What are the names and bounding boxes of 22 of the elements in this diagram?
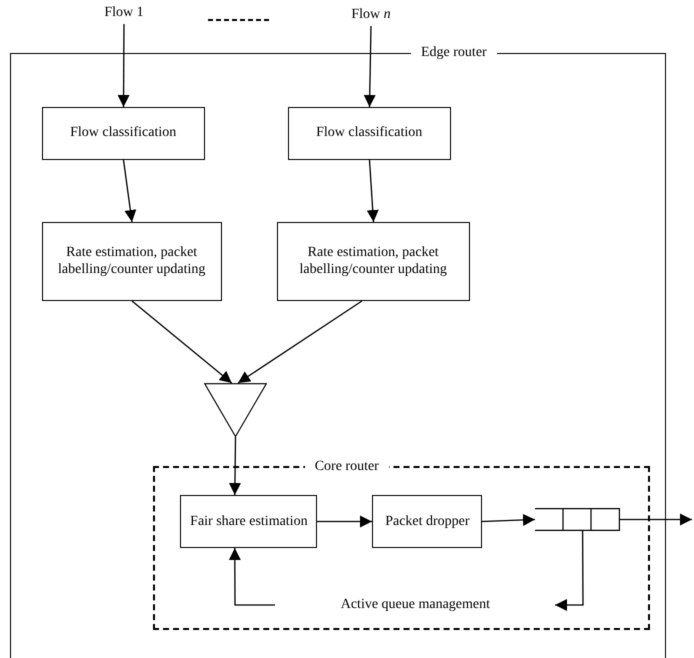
process-box: Rate estimation, packet labelling/counter updating [276, 222, 470, 301]
process-box: Flow classification [42, 106, 205, 160]
arrow [317, 516, 372, 528]
arrow [620, 514, 692, 526]
process-box: Rate estimation, packet labelling/counter updating [42, 222, 222, 301]
arrow [118, 24, 130, 107]
arrow [238, 300, 362, 384]
arrow [228, 437, 241, 495]
group-title: Edge router [411, 44, 497, 62]
arrow [364, 26, 376, 108]
arrow [366, 160, 379, 222]
arrow [132, 300, 232, 384]
input-flow-label: Flow 1 [104, 5, 144, 21]
process-label: Active queue management [340, 597, 490, 614]
input-flow-label: Flow n [351, 7, 391, 23]
arrow [122, 160, 136, 222]
arrow [228, 548, 275, 606]
arrow [555, 531, 584, 611]
process-box: Packet dropper [372, 495, 482, 548]
arrow [482, 514, 536, 526]
process-box: Fair share estimation [180, 495, 318, 548]
process-box: Flow classification [288, 106, 451, 160]
